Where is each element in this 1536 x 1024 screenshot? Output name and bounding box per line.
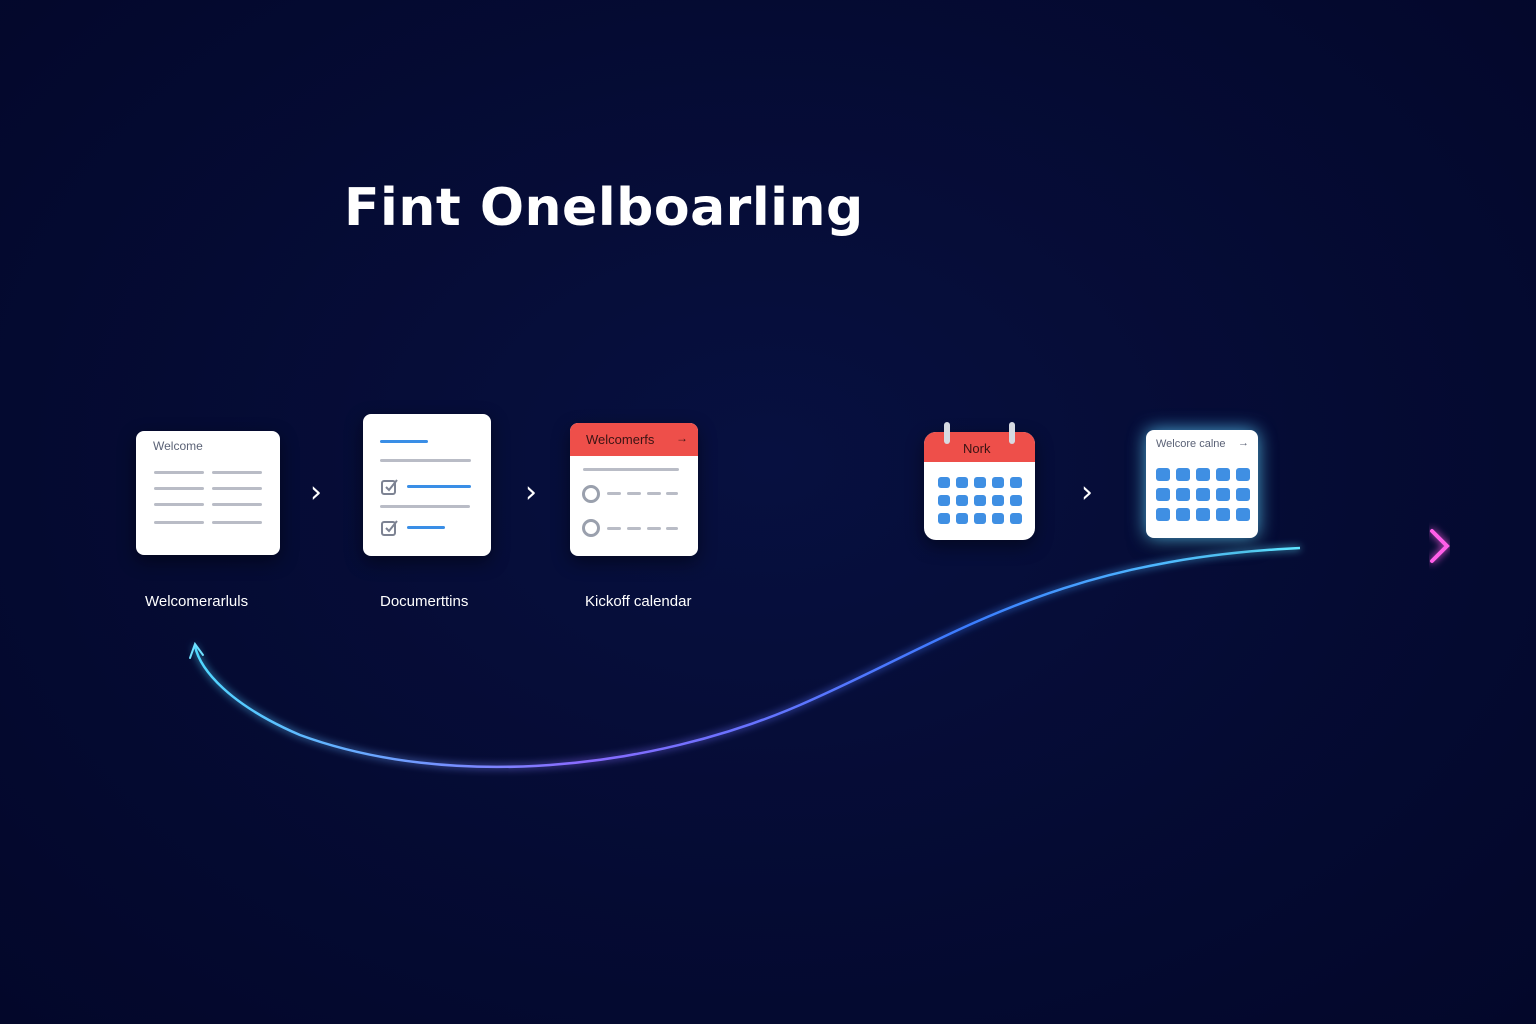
calendar-day-cell — [1196, 508, 1210, 521]
calendar-ring-right — [1009, 422, 1015, 444]
step-label-3: Kickoff calendar — [585, 593, 692, 610]
calendar-day-cell — [938, 513, 950, 524]
page-title: Fint Onelboarling — [344, 178, 864, 238]
step-card-welcome[interactable]: Welcome — [136, 431, 280, 555]
card-title: Welcome — [153, 439, 203, 453]
arrow-right-icon: → — [676, 431, 688, 445]
checkbox-checked-icon — [381, 520, 398, 536]
calendar-day-cell — [974, 477, 986, 488]
arrow-right-icon: → — [1238, 437, 1249, 449]
calendar-day-cell — [1236, 508, 1250, 521]
calendar-day-cell — [1176, 508, 1190, 521]
calendar-day-cell — [974, 495, 986, 506]
chevron-right-icon: › — [525, 475, 537, 510]
calendar-day-cell — [992, 513, 1004, 524]
return-arrowhead — [189, 641, 204, 659]
step-label-1: Welcomerarluls — [145, 593, 249, 610]
calendar-day-cell — [1236, 468, 1250, 481]
card-title: Nork — [963, 441, 991, 456]
calendar-day-cell — [992, 495, 1004, 506]
calendar-day-cell — [956, 495, 968, 506]
step-label-2: Documerttins — [380, 593, 469, 610]
calendar-day-cell — [1216, 468, 1230, 481]
step-card-form[interactable]: Welcomerfs → — [570, 423, 698, 556]
chevron-right-icon: › — [1081, 475, 1093, 510]
calendar-day-cell — [1156, 508, 1170, 521]
card-title: Welcomerfs — [586, 432, 655, 447]
return-curve — [193, 546, 1301, 769]
calendar-day-cell — [1176, 468, 1190, 481]
calendar-day-cell — [1216, 488, 1230, 501]
calendar-day-cell — [1010, 477, 1022, 488]
calendar-day-cell — [956, 477, 968, 488]
calendar-ring-left — [944, 422, 950, 444]
step-card-calendar-grid[interactable]: Welcore calne → — [1146, 430, 1258, 538]
calendar-day-cell — [1196, 488, 1210, 501]
chevron-right-icon: › — [310, 475, 322, 510]
calendar-day-cell — [1156, 468, 1170, 481]
calendar-day-cell — [974, 513, 986, 524]
calendar-day-cell — [938, 495, 950, 506]
calendar-day-cell — [1196, 468, 1210, 481]
calendar-day-cell — [1236, 488, 1250, 501]
calendar-day-cell — [1156, 488, 1170, 501]
step-card-documents[interactable] — [363, 414, 491, 556]
timeline-arrowhead — [1430, 529, 1450, 563]
calendar-day-cell — [992, 477, 1004, 488]
calendar-day-cell — [1010, 513, 1022, 524]
calendar-day-cell — [1176, 488, 1190, 501]
calendar-day-cell — [938, 477, 950, 488]
checkbox-checked-icon — [381, 479, 398, 495]
step-card-calendar[interactable]: Nork — [924, 432, 1035, 540]
calendar-day-cell — [1216, 508, 1230, 521]
card-title: Welcore calne — [1156, 438, 1226, 450]
calendar-day-cell — [956, 513, 968, 524]
calendar-day-cell — [1010, 495, 1022, 506]
